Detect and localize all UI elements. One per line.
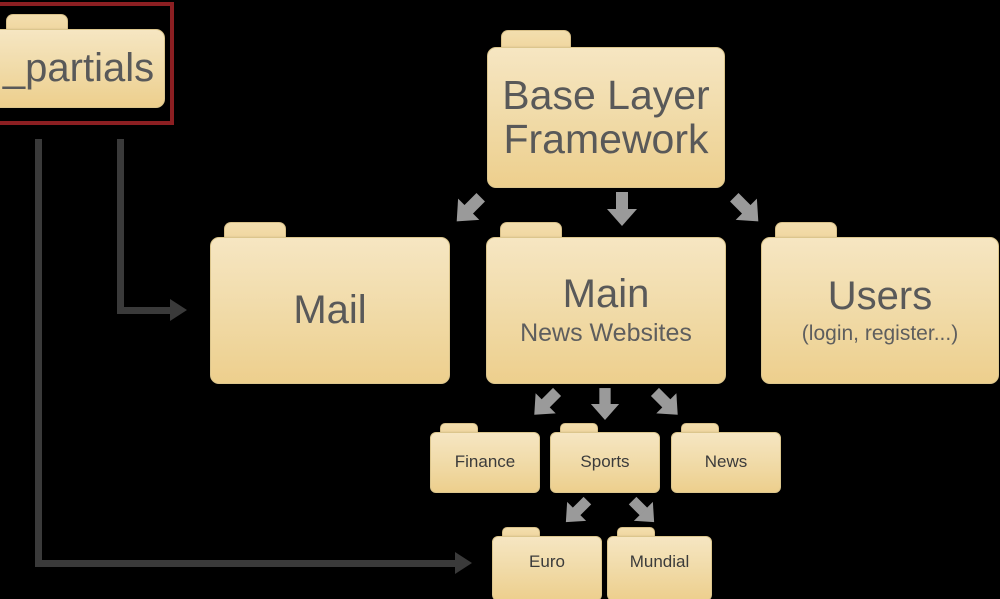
folder-label-partials: _partials [2,46,155,91]
folder-partials[interactable]: _partials [0,14,165,108]
folder-label-mundial: Mundial [629,552,690,572]
flow-arrow-sports-to-mundial [628,496,655,523]
folder-base-layer-framework[interactable]: Base Layer Framework [487,30,725,188]
folder-sports[interactable]: Sports [550,423,660,493]
connector-arrowhead-euro [455,552,472,574]
folder-label-euro: Euro [529,552,565,572]
connector-partials-to-mail-vertical [117,139,124,314]
folder-body: Euro [492,536,602,599]
folder-body: News [671,432,781,493]
folder-label-finance: Finance [454,452,516,472]
flow-arrow-main-to-news [650,387,678,415]
folder-main[interactable]: Main News Websites [486,222,726,384]
folder-mundial[interactable]: Mundial [607,527,712,599]
folder-body: Main News Websites [486,237,726,384]
connector-partials-to-euro-horizontal [35,560,458,567]
folder-label-users: Users [827,274,933,319]
folder-users[interactable]: Users (login, register...) [761,222,999,384]
folder-label-main: Main [562,271,650,316]
connector-partials-to-euro-vertical [35,139,42,567]
folder-body: Users (login, register...) [761,237,999,384]
connector-partials-to-mail-horizontal [117,307,172,314]
flow-arrow-base-to-main [607,192,637,226]
folder-body: Mundial [607,536,712,599]
folder-mail[interactable]: Mail [210,222,450,384]
folder-label-base-layer-framework: Base Layer Framework [502,72,710,162]
flow-arrow-main-to-sports [590,388,620,421]
folder-sublabel-main: News Websites [520,319,692,348]
folder-sublabel-users: (login, register...) [801,321,959,345]
flow-arrow-base-to-users [730,193,759,222]
folder-label-news: News [704,452,748,472]
folder-euro[interactable]: Euro [492,527,602,599]
flow-arrow-main-to-finance [534,387,562,415]
folder-body: Sports [550,432,660,493]
folder-body: Finance [430,432,540,493]
folder-finance[interactable]: Finance [430,423,540,493]
folder-body: _partials [0,29,165,108]
flow-arrow-base-to-mail [456,193,485,222]
folder-body: Mail [210,237,450,384]
folder-body: Base Layer Framework [487,47,725,188]
folder-label-mail: Mail [293,288,367,333]
flow-arrow-sports-to-euro [565,496,592,523]
connector-arrowhead-mail [170,299,187,321]
folder-news[interactable]: News [671,423,781,493]
folder-label-sports: Sports [580,452,630,472]
